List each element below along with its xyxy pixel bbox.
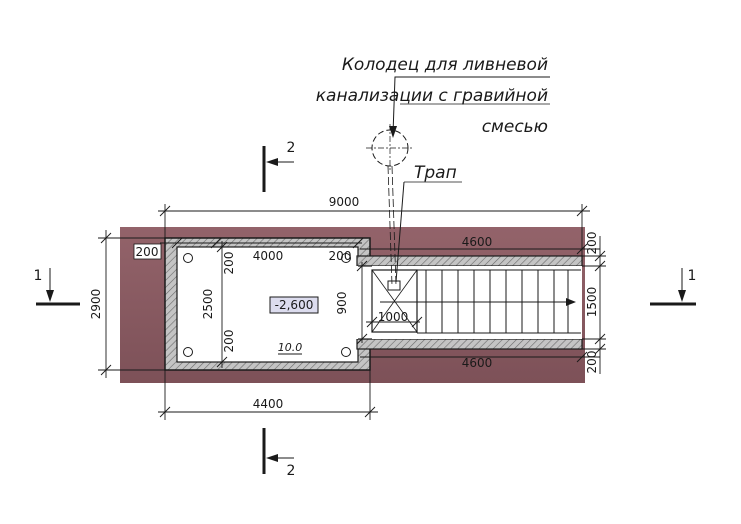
stair-direction-arrow: [380, 298, 576, 306]
dim-opening: 900: [335, 292, 349, 315]
drain-leader: [395, 181, 405, 283]
dim-label-bg-200-left: [133, 243, 162, 260]
dim-overall-length: 9000: [329, 195, 360, 209]
elevation-box: [269, 296, 319, 314]
section-label-right: 1: [688, 268, 697, 284]
dim-overall-width: 2900: [89, 289, 103, 320]
section-mark-left: [36, 268, 80, 306]
dim-stair-bottom-wall: 4600: [462, 356, 493, 370]
dim-stair-width: 1500: [585, 287, 599, 318]
dim-pit-inner-length: 4000: [253, 249, 284, 263]
opening: [356, 266, 362, 339]
pit-interior: [176, 246, 359, 363]
section-mark-bottom: [262, 428, 294, 474]
section-label-top: 2: [287, 140, 296, 156]
anchor-circle-top-left: [183, 253, 193, 263]
drain-icon: [387, 280, 401, 291]
dim-pit-inner-width: 2500: [201, 289, 215, 320]
section-mark-top: [262, 146, 294, 192]
dim-stair-wall-bottom: 200: [585, 351, 599, 374]
dim-wall-top-right: 200: [329, 249, 352, 263]
anchor-circle-bottom-right: [341, 347, 351, 357]
callout-leader: [392, 76, 550, 135]
dim-stair-wall-top: 200: [585, 232, 599, 255]
section-mark-right: [650, 268, 696, 306]
anchor-circle-bottom-left: [183, 347, 193, 357]
anchor-circle-top-right: [341, 253, 351, 263]
drain-pipe-right: [391, 165, 397, 286]
stair-bottom-wall: [356, 338, 583, 350]
dim-pit-length: 4400: [253, 397, 284, 411]
dim-wall-left-upper: 200: [222, 252, 236, 275]
drain-pipe-left: [387, 165, 393, 286]
callout-line-2: канализации с гравийной: [316, 86, 548, 106]
callout-line-1: Колодец для ливневой: [342, 55, 548, 75]
floor-mark: 10.0: [278, 341, 303, 354]
section-label-left: 1: [34, 268, 43, 284]
dim-wall-top-left: 200: [136, 245, 159, 259]
dim-landing: 1000: [378, 310, 409, 324]
drain-label: Трап: [414, 163, 457, 183]
section-label-bottom: 2: [287, 463, 296, 479]
elevation-label: -2,600: [275, 298, 314, 312]
callout-arrowhead: [389, 126, 397, 138]
callout-line-3: смесью: [482, 117, 548, 137]
dim-stair-top-wall: 4600: [462, 235, 493, 249]
dim-wall-left-lower: 200: [222, 330, 236, 353]
